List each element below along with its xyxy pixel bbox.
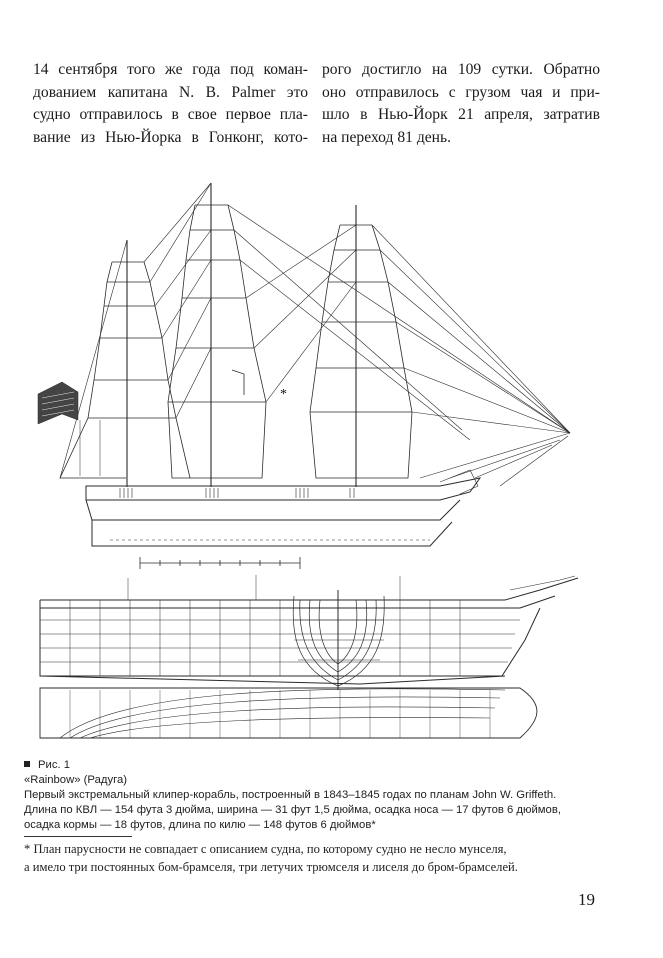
text-line: 14 сентября того же года под коман- — [33, 61, 308, 78]
main-mast-sails — [167, 204, 267, 479]
caption-line: осадка кормы — 18 футов, длина по килю —… — [24, 819, 376, 831]
half-breadth-plan — [39, 687, 538, 739]
mizzen-mast-sails — [309, 224, 413, 479]
headsails-and-stays — [59, 182, 571, 487]
caption-title: «Rainbow» (Радуга) — [24, 774, 128, 786]
text-line: судно отправилось в свое первое пла- — [33, 106, 308, 123]
footnote-line: * План парусности не совпадает с описани… — [24, 842, 507, 856]
text-line: шло в Нью-Йорк 21 апреля, затратив — [322, 106, 600, 123]
scale-bar — [139, 557, 301, 569]
body-text-right-column: рого достигло на 109 сутки. Обратно оно … — [322, 59, 600, 149]
page-number: 19 — [578, 890, 595, 909]
caption-line: Длина по КВЛ — 154 фута 3 дюйма, ширина … — [24, 804, 561, 816]
figure-asterisk: * — [280, 387, 287, 402]
text-line: на переход 81 день. — [322, 128, 452, 146]
text-line: вание из Нью-Йорка в Гонконг, кото- — [33, 128, 308, 146]
text-line: дованием капитана N. B. Palmer это — [33, 83, 308, 101]
lines-plan-sheer — [39, 575, 579, 685]
ship-drawing: * — [37, 182, 579, 739]
footnote-divider — [24, 836, 132, 837]
caption-figure-number: Рис. 1 — [24, 758, 614, 773]
figure-caption: Рис. 1 «Rainbow» (Радуга) Первый экстрем… — [24, 758, 614, 833]
masts — [126, 183, 357, 487]
body-plan-sections — [292, 590, 385, 690]
text-line: рого достигло на 109 сутки. Обратно — [322, 61, 600, 78]
caption-line: Первый экстремальный клипер-корабль, пос… — [24, 789, 557, 801]
hull-profile-upper — [85, 469, 482, 547]
footnote: * План парусности не совпадает с описани… — [24, 840, 604, 876]
body-text-left-column: 14 сентября того же года под коман- дова… — [33, 59, 308, 149]
ensign-flag — [37, 381, 79, 425]
square-bullet-icon — [24, 761, 30, 767]
text-line: оно отправилось с грузом чая и при- — [322, 83, 600, 101]
footnote-line: а имело три постоянных бом-брамселя, три… — [24, 860, 518, 874]
